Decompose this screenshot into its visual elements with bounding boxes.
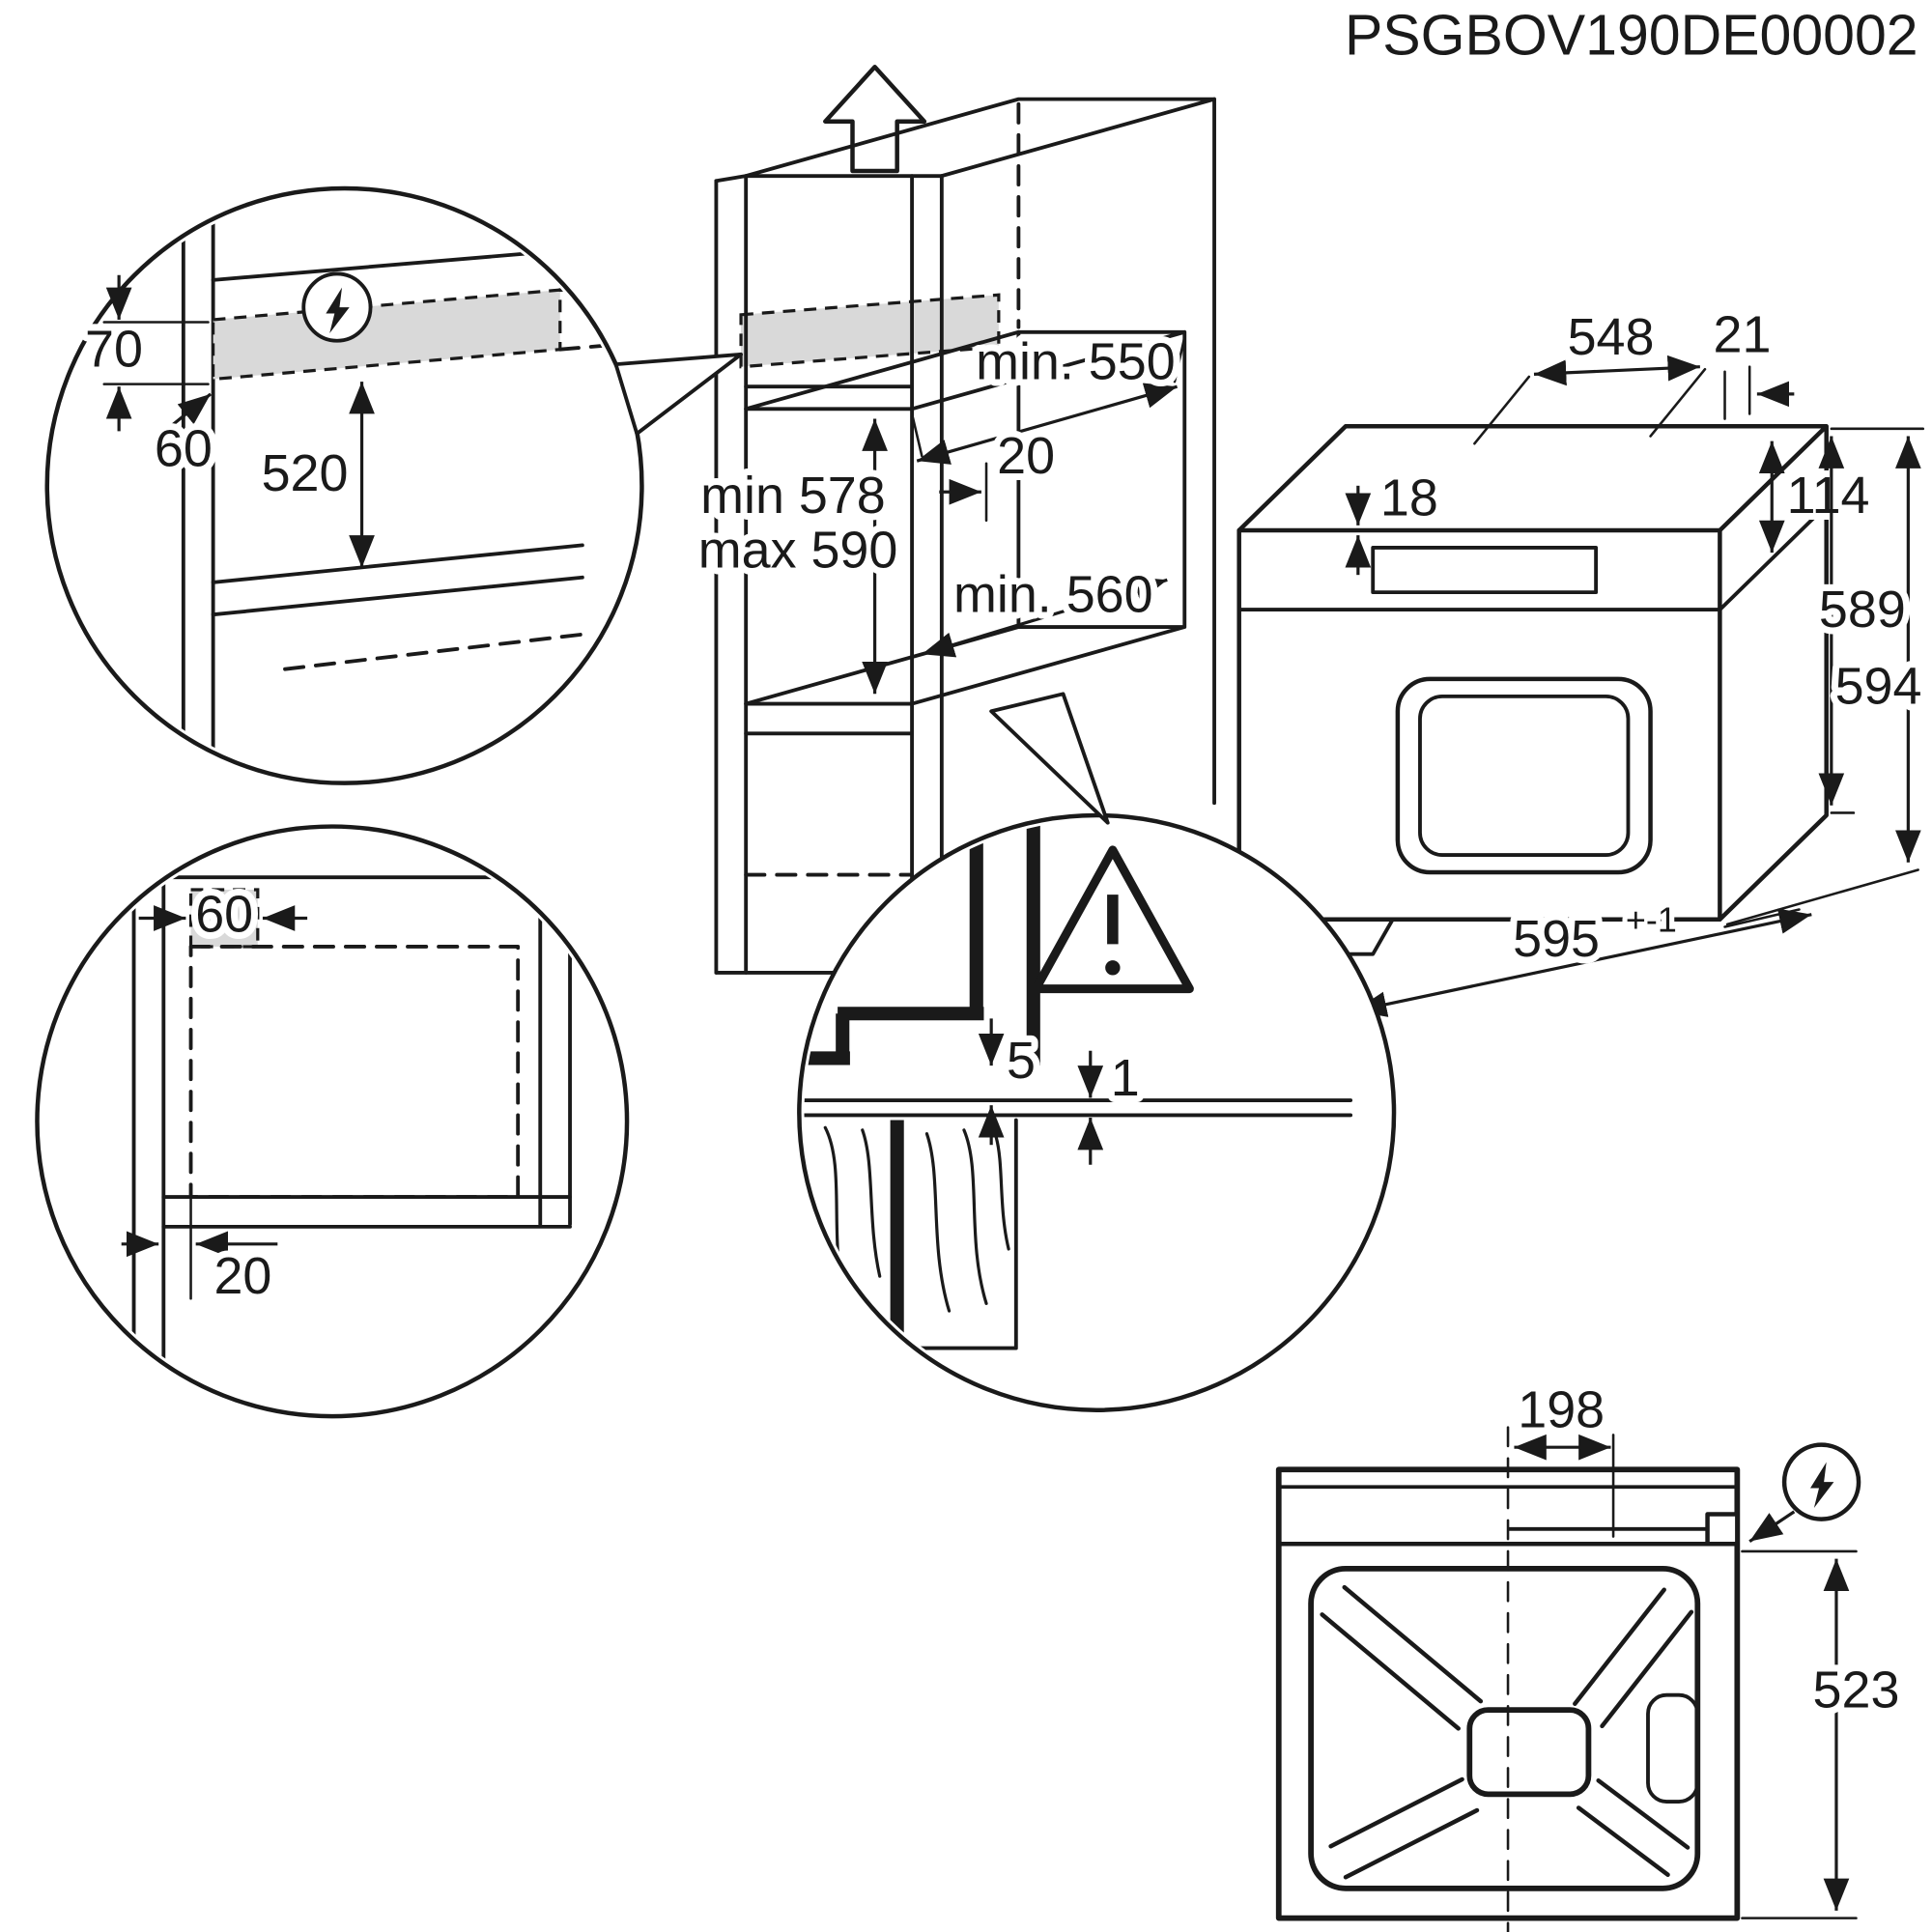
dim-niche-back-gap: 20 — [997, 427, 1055, 485]
dim-oven-width-tolerance: +-1 — [1626, 900, 1677, 940]
dim-niche-height-min: min 578 — [700, 467, 886, 525]
up-arrow-icon — [823, 65, 927, 174]
dim-drop-height: 520 — [262, 444, 349, 502]
corner-clearance-zone — [188, 888, 260, 949]
dim-connection-offset: 198 — [1518, 1381, 1605, 1439]
dim-niche-height-max: max 590 — [698, 521, 898, 579]
dim-panel-height: 114 — [1787, 467, 1870, 525]
side-bracket — [1646, 1692, 1700, 1804]
dim-worktop-gap: 1 — [1111, 1049, 1140, 1107]
dim-oven-width: 595 — [1513, 910, 1600, 968]
detail-bottom-left-view: 60 20 — [35, 824, 630, 1419]
dim-door-offset: 21 — [1714, 305, 1772, 363]
dim-body-height: 589 — [1819, 581, 1906, 639]
dim-top-view-depth: 523 — [1813, 1662, 1900, 1719]
dim-corner-width: 60 — [195, 886, 253, 944]
callout-wedge — [989, 692, 1110, 825]
dim-strip-depth: 60 — [155, 419, 213, 477]
drawing-code: PSGBOV190DE00002 — [1345, 3, 1918, 67]
power-connection-icon — [1781, 1442, 1861, 1521]
dim-strip-height: 70 — [85, 321, 143, 379]
cavity-braces — [1320, 1584, 1694, 1880]
dim-side-gap: 20 — [213, 1247, 271, 1305]
power-strip-zone — [739, 293, 1001, 369]
callout-wedge — [613, 352, 743, 436]
dim-top-gap: 18 — [1380, 469, 1438, 527]
oven-top-view: 198 523 — [1275, 1375, 1906, 1932]
dim-niche-depth: min. 550 — [976, 333, 1176, 391]
oven-3d-view: 18 548 21 114 589 594 595 +-1 — [1236, 298, 1929, 1017]
cabinet-column-view: min. 550 20 min 578 max 590 min. 560 — [692, 65, 1216, 975]
dim-oven-depth: 548 — [1568, 308, 1655, 366]
dim-panel-gap: 5 — [1007, 1032, 1036, 1090]
detail-top-left-view: 70 60 520 — [44, 185, 743, 785]
fan-housing — [1466, 1707, 1592, 1798]
dim-total-height: 594 — [1835, 658, 1922, 716]
control-panel-display — [1371, 546, 1599, 595]
worktop-joint-view: 5 1 — [797, 692, 1397, 1412]
power-connection-box — [1705, 1512, 1740, 1547]
power-connection-icon — [301, 271, 373, 343]
warning-icon — [1031, 845, 1194, 994]
dim-niche-width: min. 560 — [953, 566, 1153, 624]
oven-door-window — [1395, 676, 1653, 875]
